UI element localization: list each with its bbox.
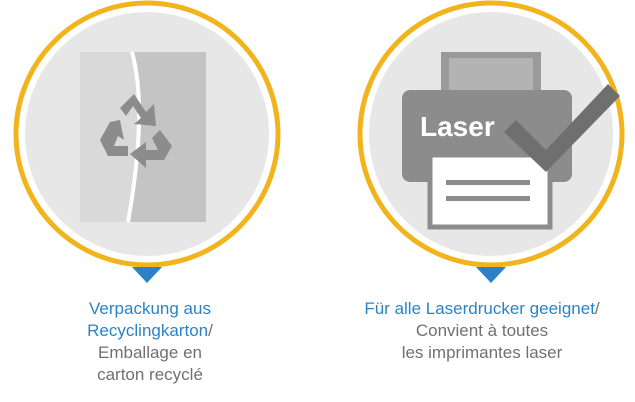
- caption-de-text: Für alle Laserdrucker geeignet: [364, 299, 595, 318]
- laser-badge: Laser: [357, 0, 625, 283]
- feature-recycled-packaging: Verpackung aus Recyclingkarton/ Emballag…: [0, 0, 300, 402]
- caption-line-de-1: Verpackung aus: [89, 299, 211, 318]
- caption-slash: /: [208, 321, 213, 340]
- caption-line-de-2: Recyclingkarton/: [0, 320, 300, 342]
- pointer-triangle-icon: [476, 267, 506, 283]
- caption-line-fr-1: Emballage en: [98, 343, 202, 362]
- printer-label: Laser: [420, 111, 495, 142]
- caption-recycled-packaging: Verpackung aus Recyclingkarton/ Emballag…: [0, 298, 300, 386]
- caption-laser-compatible: Für alle Laserdrucker geeignet/ Convient…: [332, 298, 632, 364]
- caption-line-fr-1: Convient à toutes: [415, 321, 549, 340]
- pointer-triangle-icon: [132, 267, 162, 283]
- laser-printer-check-icon: [402, 52, 620, 230]
- caption-line-fr-2: carton recyclé: [97, 365, 203, 384]
- caption-slash: /: [594, 299, 600, 318]
- caption-de-text: Recyclingkarton: [87, 321, 209, 340]
- recycling-box-icon: [80, 51, 206, 223]
- caption-line-de-1: Für alle Laserdrucker geeignet/: [332, 298, 632, 320]
- feature-laser-compatible: Laser Für alle Laserdrucker geeignet/ Co…: [332, 0, 632, 402]
- caption-line-fr-2: les imprimantes laser: [401, 343, 563, 362]
- recycling-badge: [13, 0, 281, 283]
